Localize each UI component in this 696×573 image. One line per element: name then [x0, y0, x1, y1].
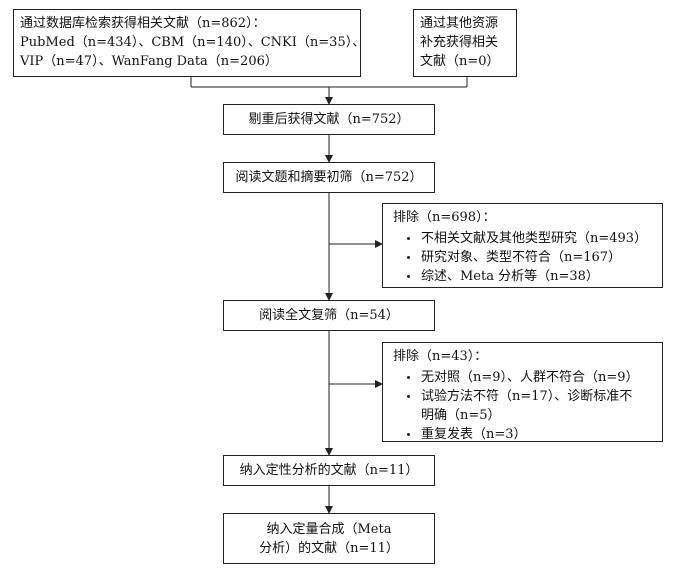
- exclusion-2-item: 无对照（n=9）、人群不符合（n=9）: [393, 368, 662, 387]
- exclusion-box-1: 排除（n=698）： 不相关文献及其他类型研究（n=493） 研究对象、类型不符…: [382, 203, 663, 288]
- exclusion-1-item: 不相关文献及其他类型研究（n=493）: [393, 229, 662, 248]
- dedup-box: 剔重后获得文献（n=752）: [223, 104, 435, 135]
- exclusion-2-heading: 排除（n=43）：: [393, 349, 488, 364]
- fulltext-screening-label: 阅读全文复筛（n=54）: [259, 308, 399, 323]
- exclusion-1-item: 研究对象、类型不符合（n=167）: [393, 248, 662, 267]
- other-sources-line-3: 文献（n=0）: [420, 54, 500, 69]
- other-sources-line-1: 通过其他资源: [420, 16, 499, 31]
- exclusion-box-2: 排除（n=43）： 无对照（n=9）、人群不符合（n=9） 试验方法不符（n=1…: [382, 342, 663, 442]
- database-search-line-2: PubMed（n=434）、CBM（n=140）、CNKI（n=35）、: [20, 35, 366, 50]
- title-abstract-screening-box: 阅读文题和摘要初筛（n=752）: [223, 162, 435, 193]
- database-search-line-3: VIP（n=47）、WanFang Data（n=206）: [20, 54, 278, 69]
- exclusion-2-item: 试验方法不符（n=17）、诊断标准不 明确（n=5）: [393, 387, 662, 425]
- other-sources-line-2: 补充获得相关: [420, 35, 499, 50]
- quantitative-synthesis-box: 纳入定量合成（Meta 分析）的文献（n=11）: [223, 513, 435, 564]
- quantitative-synthesis-line-2: 分析）的文献（n=11）: [259, 540, 399, 556]
- qualitative-analysis-box: 纳入定性分析的文献（n=11）: [223, 455, 435, 486]
- database-search-line-1: 通过数据库检索获得相关文献（n=862）：: [20, 16, 266, 31]
- exclusion-1-item: 综述、Meta 分析等（n=38）: [393, 267, 662, 286]
- dedup-label: 剔重后获得文献（n=752）: [248, 112, 410, 127]
- quantitative-synthesis-line-1: 纳入定量合成（Meta: [266, 521, 392, 537]
- other-sources-box: 通过其他资源 补充获得相关 文献（n=0）: [413, 9, 517, 77]
- title-abstract-screening-label: 阅读文题和摘要初筛（n=752）: [235, 170, 423, 185]
- exclusion-1-list: 不相关文献及其他类型研究（n=493） 研究对象、类型不符合（n=167） 综述…: [393, 229, 662, 286]
- database-search-box: 通过数据库检索获得相关文献（n=862）： PubMed（n=434）、CBM（…: [13, 9, 366, 77]
- exclusion-2-item: 重复发表（n=3）: [393, 425, 662, 444]
- fulltext-screening-box: 阅读全文复筛（n=54）: [223, 300, 435, 331]
- exclusion-1-heading: 排除（n=698）：: [393, 210, 496, 225]
- qualitative-analysis-label: 纳入定性分析的文献（n=11）: [239, 463, 419, 478]
- exclusion-2-list: 无对照（n=9）、人群不符合（n=9） 试验方法不符（n=17）、诊断标准不 明…: [393, 368, 662, 444]
